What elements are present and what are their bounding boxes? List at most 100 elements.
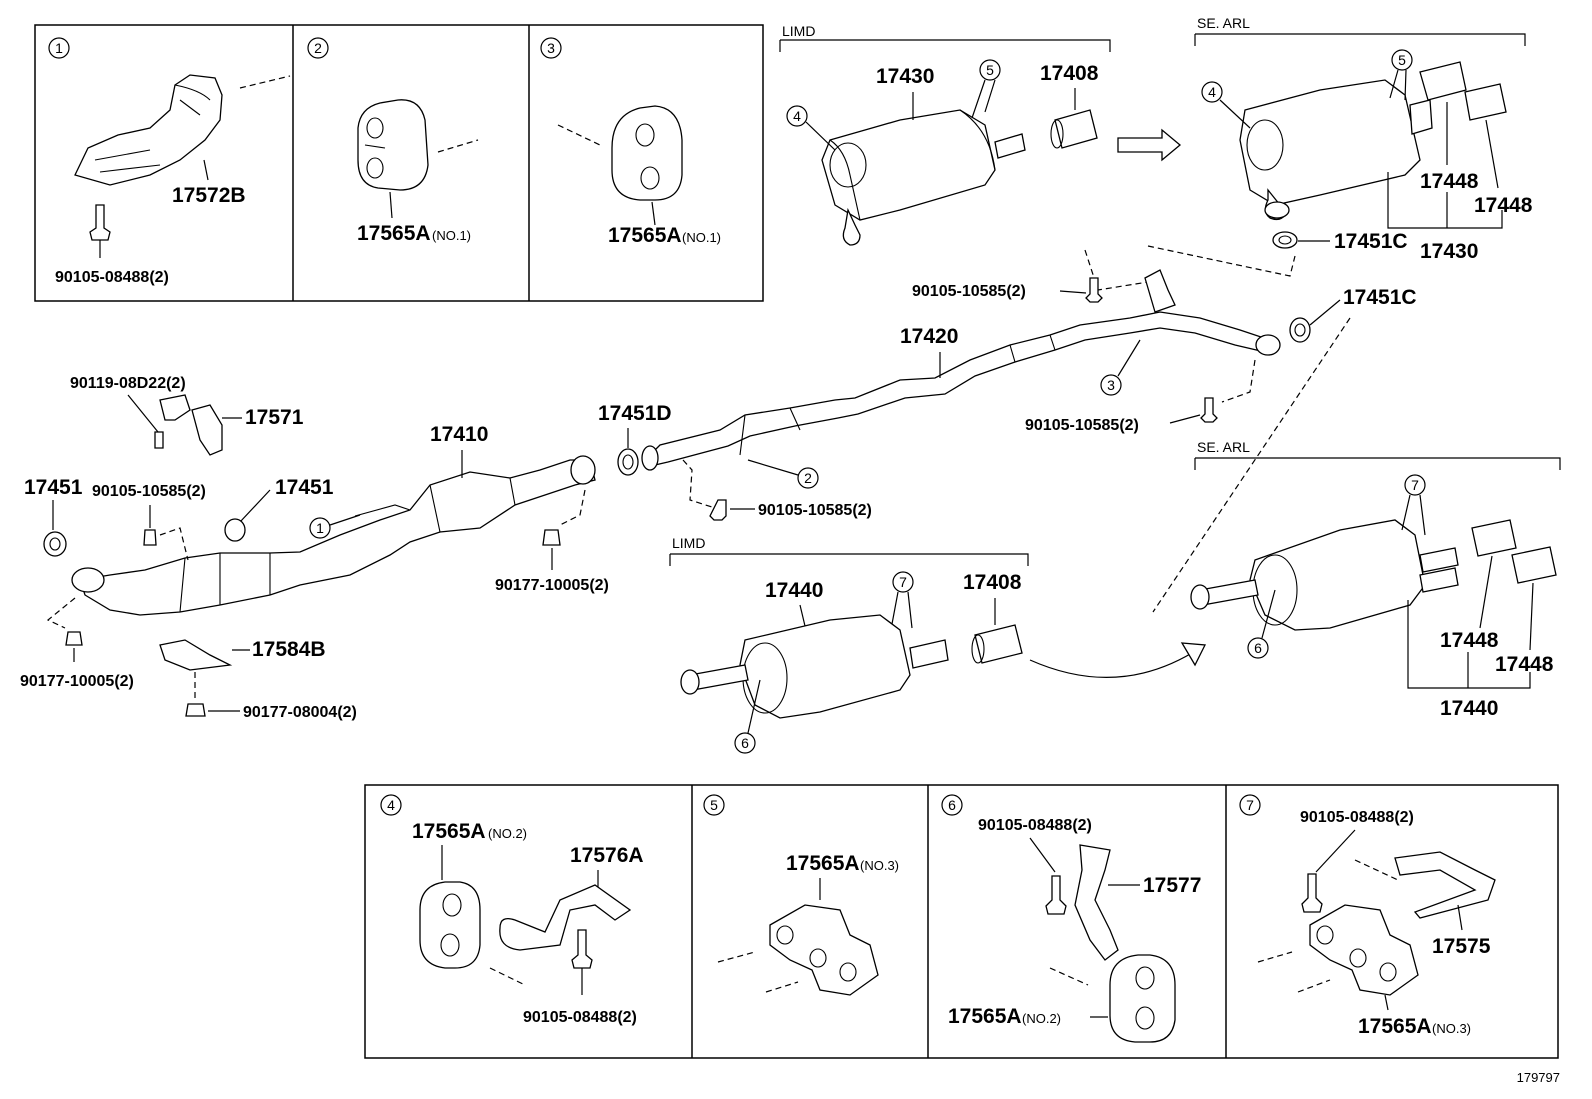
bolt-icon [1045, 875, 1067, 915]
arrow-right-icon [1117, 128, 1182, 162]
nut-icon [542, 529, 561, 546]
front-pipe-17410: 17410 1 90177-10005(2) 90119-08D22(2) 17… [20, 375, 609, 721]
rubber-hanger-part [1309, 904, 1419, 996]
bolt-icon [571, 929, 593, 969]
part-note: (NO.1) [432, 228, 471, 243]
part-17572B-label: 17572B [172, 184, 246, 207]
part-17448-label: 17448 [1495, 653, 1554, 676]
panel-6: 6 90105-08488(2) 17577 17565A (NO.2) [941, 794, 1201, 1043]
panel-2: 2 17565A (NO.1) [307, 37, 479, 245]
tail-tip [1471, 519, 1517, 557]
heat-insulator-part [159, 639, 233, 671]
part-note: (NO.1) [682, 230, 721, 245]
bolt-90105-08488-label: 90105-08488(2) [55, 269, 169, 286]
heat-insulator-part [74, 74, 223, 186]
part-17565A-label: 17565A [412, 820, 486, 843]
callout-7: 7 [1411, 477, 1419, 493]
part-17576A-label: 17576A [570, 844, 644, 867]
part-17565A-label: 17565A [786, 852, 860, 875]
rubber-hanger-part [419, 881, 481, 969]
part-17451C-label: 17451C [1334, 230, 1408, 253]
muffler-limd-mid: LIMD 17440 7 17408 6 [669, 535, 1207, 754]
part-17408-label: 17408 [1040, 62, 1099, 85]
part-note: (NO.3) [860, 858, 899, 873]
rubber-hanger-part [611, 105, 683, 201]
gasket-icon [617, 448, 639, 476]
group-label-limd: LIMD [782, 23, 815, 39]
detail-panels-bottom [364, 784, 1559, 1059]
part-17440-label: 17440 [1440, 697, 1498, 720]
part-17448-label: 17448 [1440, 629, 1499, 652]
muffler-body [1239, 79, 1421, 206]
tail-tip [1464, 83, 1507, 121]
tail-tip [1419, 61, 1467, 101]
callout-5: 5 [1398, 52, 1406, 68]
part-note: (NO.2) [488, 826, 527, 841]
rubber-hanger-part [357, 99, 429, 191]
bolt-90105-08488-label: 90105-08488(2) [523, 1009, 637, 1026]
bolt-90105-10585-label: 90105-10585(2) [912, 283, 1026, 300]
part-17448-label: 17448 [1420, 170, 1479, 193]
part-17430-label: 17430 [876, 65, 934, 88]
tail-pipe [994, 133, 1026, 159]
nut-90177-10005-label: 90177-10005(2) [20, 673, 134, 690]
rubber-hanger-part [769, 904, 879, 996]
part-17440-label: 17440 [765, 579, 823, 602]
gasket-icon [1272, 231, 1298, 249]
muffler-body [739, 614, 911, 719]
rubber-hanger-part [1109, 954, 1176, 1043]
bolt-90105-10585-label: 90105-10585(2) [1025, 417, 1139, 434]
center-pipe [649, 311, 1271, 466]
callout-3: 3 [1107, 377, 1115, 393]
part-note: (NO.3) [1432, 1021, 1471, 1036]
part-17451-label: 17451 [275, 476, 334, 499]
bolt-icon [143, 529, 157, 546]
part-17448-label: 17448 [1474, 194, 1533, 217]
bolt-icon [89, 204, 111, 241]
bolt-icon [154, 431, 164, 449]
tail-tip [1054, 109, 1098, 149]
gasket-icon [224, 518, 246, 542]
hanger-bracket [499, 884, 632, 951]
hanger-bracket [1394, 851, 1496, 919]
bracket-icon [159, 394, 191, 421]
gasket-icon [43, 531, 67, 557]
front-pipe [79, 459, 596, 616]
callout-7: 7 [899, 574, 907, 590]
panel-6-number: 6 [948, 797, 956, 813]
bracket-icon [191, 404, 223, 456]
callout-5: 5 [986, 62, 994, 78]
part-17451D-label: 17451D [598, 402, 672, 425]
bolt-90105-08488-label: 90105-08488(2) [1300, 809, 1414, 826]
panel-2-number: 2 [314, 40, 322, 56]
panel-7: 7 90105-08488(2) 17575 17565A (NO.3) [1239, 794, 1496, 1038]
panel-7-number: 7 [1246, 797, 1254, 813]
part-17571-label: 17571 [245, 406, 304, 429]
detail-panels-top [34, 24, 764, 302]
tail-tip [974, 624, 1023, 664]
part-17408-label: 17408 [963, 571, 1022, 594]
bolt-90119-08D22-label: 90119-08D22(2) [70, 375, 186, 392]
part-17575-label: 17575 [1432, 935, 1491, 958]
muffler-body [1249, 519, 1426, 631]
part-17410-label: 17410 [430, 423, 488, 446]
arrow-head-icon [1180, 642, 1207, 667]
bolt-icon [709, 499, 727, 521]
muffler-body [821, 109, 996, 221]
diagram-id: 179797 [1517, 1070, 1560, 1085]
muffler-se-arl-top: SE. ARL 4 5 17448 17448 17430 17451C [1194, 15, 1533, 263]
callout-4: 4 [793, 108, 801, 124]
muffler-limd-top: LIMD 4 17430 5 17408 [779, 23, 1182, 246]
panel-4: 4 17565A (NO.2) 17576A 90105-08488(2) [380, 794, 644, 1026]
part-17565A-label: 17565A [1358, 1015, 1432, 1038]
bolt-90105-10585-label: 90105-10585(2) [758, 502, 872, 519]
group-label-se-arl: SE. ARL [1197, 15, 1250, 31]
bolt-90105-08488-label: 90105-08488(2) [978, 817, 1092, 834]
panel-3: 3 17565A (NO.1) [540, 37, 721, 247]
bolt-90105-10585-label: 90105-10585(2) [92, 483, 206, 500]
nut-icon [185, 703, 206, 717]
panel-5-number: 5 [710, 797, 718, 813]
nut-90177-10005-label: 90177-10005(2) [495, 577, 609, 594]
group-label-limd: LIMD [672, 535, 705, 551]
